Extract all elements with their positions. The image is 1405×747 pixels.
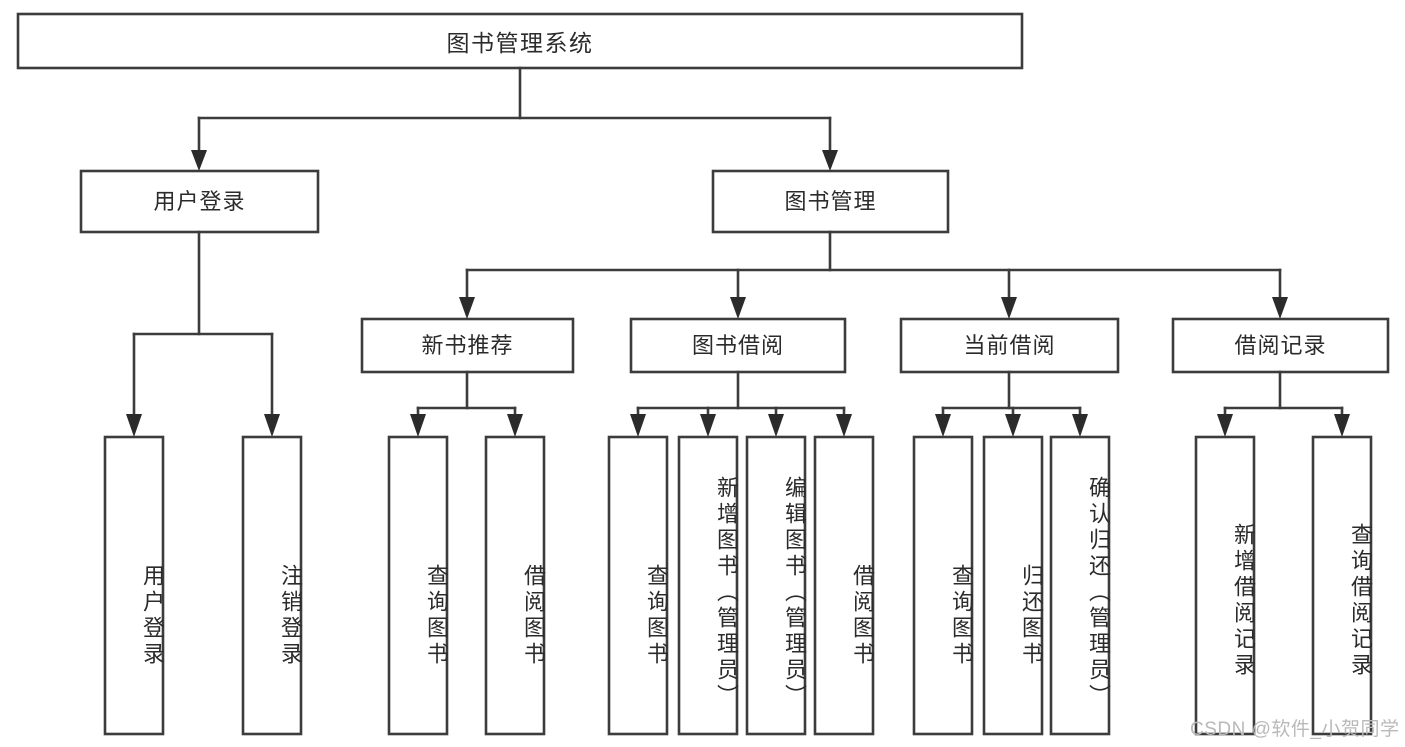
node-box-leaf-confirm-return[interactable] [1049,435,1111,736]
node-box-leaf-logout[interactable] [241,435,303,736]
arrow-head-leaf-edit-book [768,414,784,437]
node-box-leaf-query-record[interactable] [1311,435,1373,736]
arrow-head-leaf-logout [264,414,280,437]
arrow-head-book-borrow [730,297,746,319]
node-box-leaf-return-book[interactable] [982,435,1044,736]
arrow-head-leaf-confirm-return [1072,414,1088,437]
node-box-leaf-add-book[interactable] [677,435,739,736]
node-box-leaf-edit-book[interactable] [745,435,807,736]
node-box-leaf-borrow-book-1[interactable] [484,435,546,736]
arrow-head-leaf-query-record [1334,414,1350,437]
node-box-leaf-user-login[interactable] [103,435,165,736]
node-box-book-management[interactable] [711,169,950,234]
arrow-head-leaf-borrow-book-2 [836,414,852,437]
arrow-head-current-borrow [1001,297,1017,319]
node-box-leaf-add-record[interactable] [1194,435,1256,736]
arrow-head-leaf-query-book-3 [935,414,951,437]
node-box-book-borrow[interactable] [629,317,847,374]
arrow-head-leaf-add-book [700,414,716,437]
arrow-head-new-book-recommend [459,297,475,319]
node-box-leaf-query-book-1[interactable] [387,435,449,736]
node-box-current-borrow[interactable] [899,317,1120,374]
node-box-root[interactable] [16,12,1024,70]
arrow-head-leaf-query-book-2 [630,414,646,437]
node-box-leaf-query-book-3[interactable] [912,435,974,736]
arrow-head-book-management [822,150,838,171]
node-box-leaf-borrow-book-2[interactable] [813,435,875,736]
node-box-user-login[interactable] [79,169,320,234]
arrow-head-leaf-query-book-1 [410,414,426,437]
arrow-head-borrow-record [1272,297,1288,319]
arrow-head-leaf-borrow-book-1 [507,414,523,437]
arrow-head-leaf-add-record [1217,414,1233,437]
node-box-borrow-record[interactable] [1171,317,1390,374]
node-box-leaf-query-book-2[interactable] [607,435,669,736]
node-box-new-book-recommend[interactable] [360,317,575,374]
arrow-head-leaf-user-login [126,414,142,437]
arrow-head-leaf-return-book [1005,414,1021,437]
arrow-head-user-login [191,150,207,171]
